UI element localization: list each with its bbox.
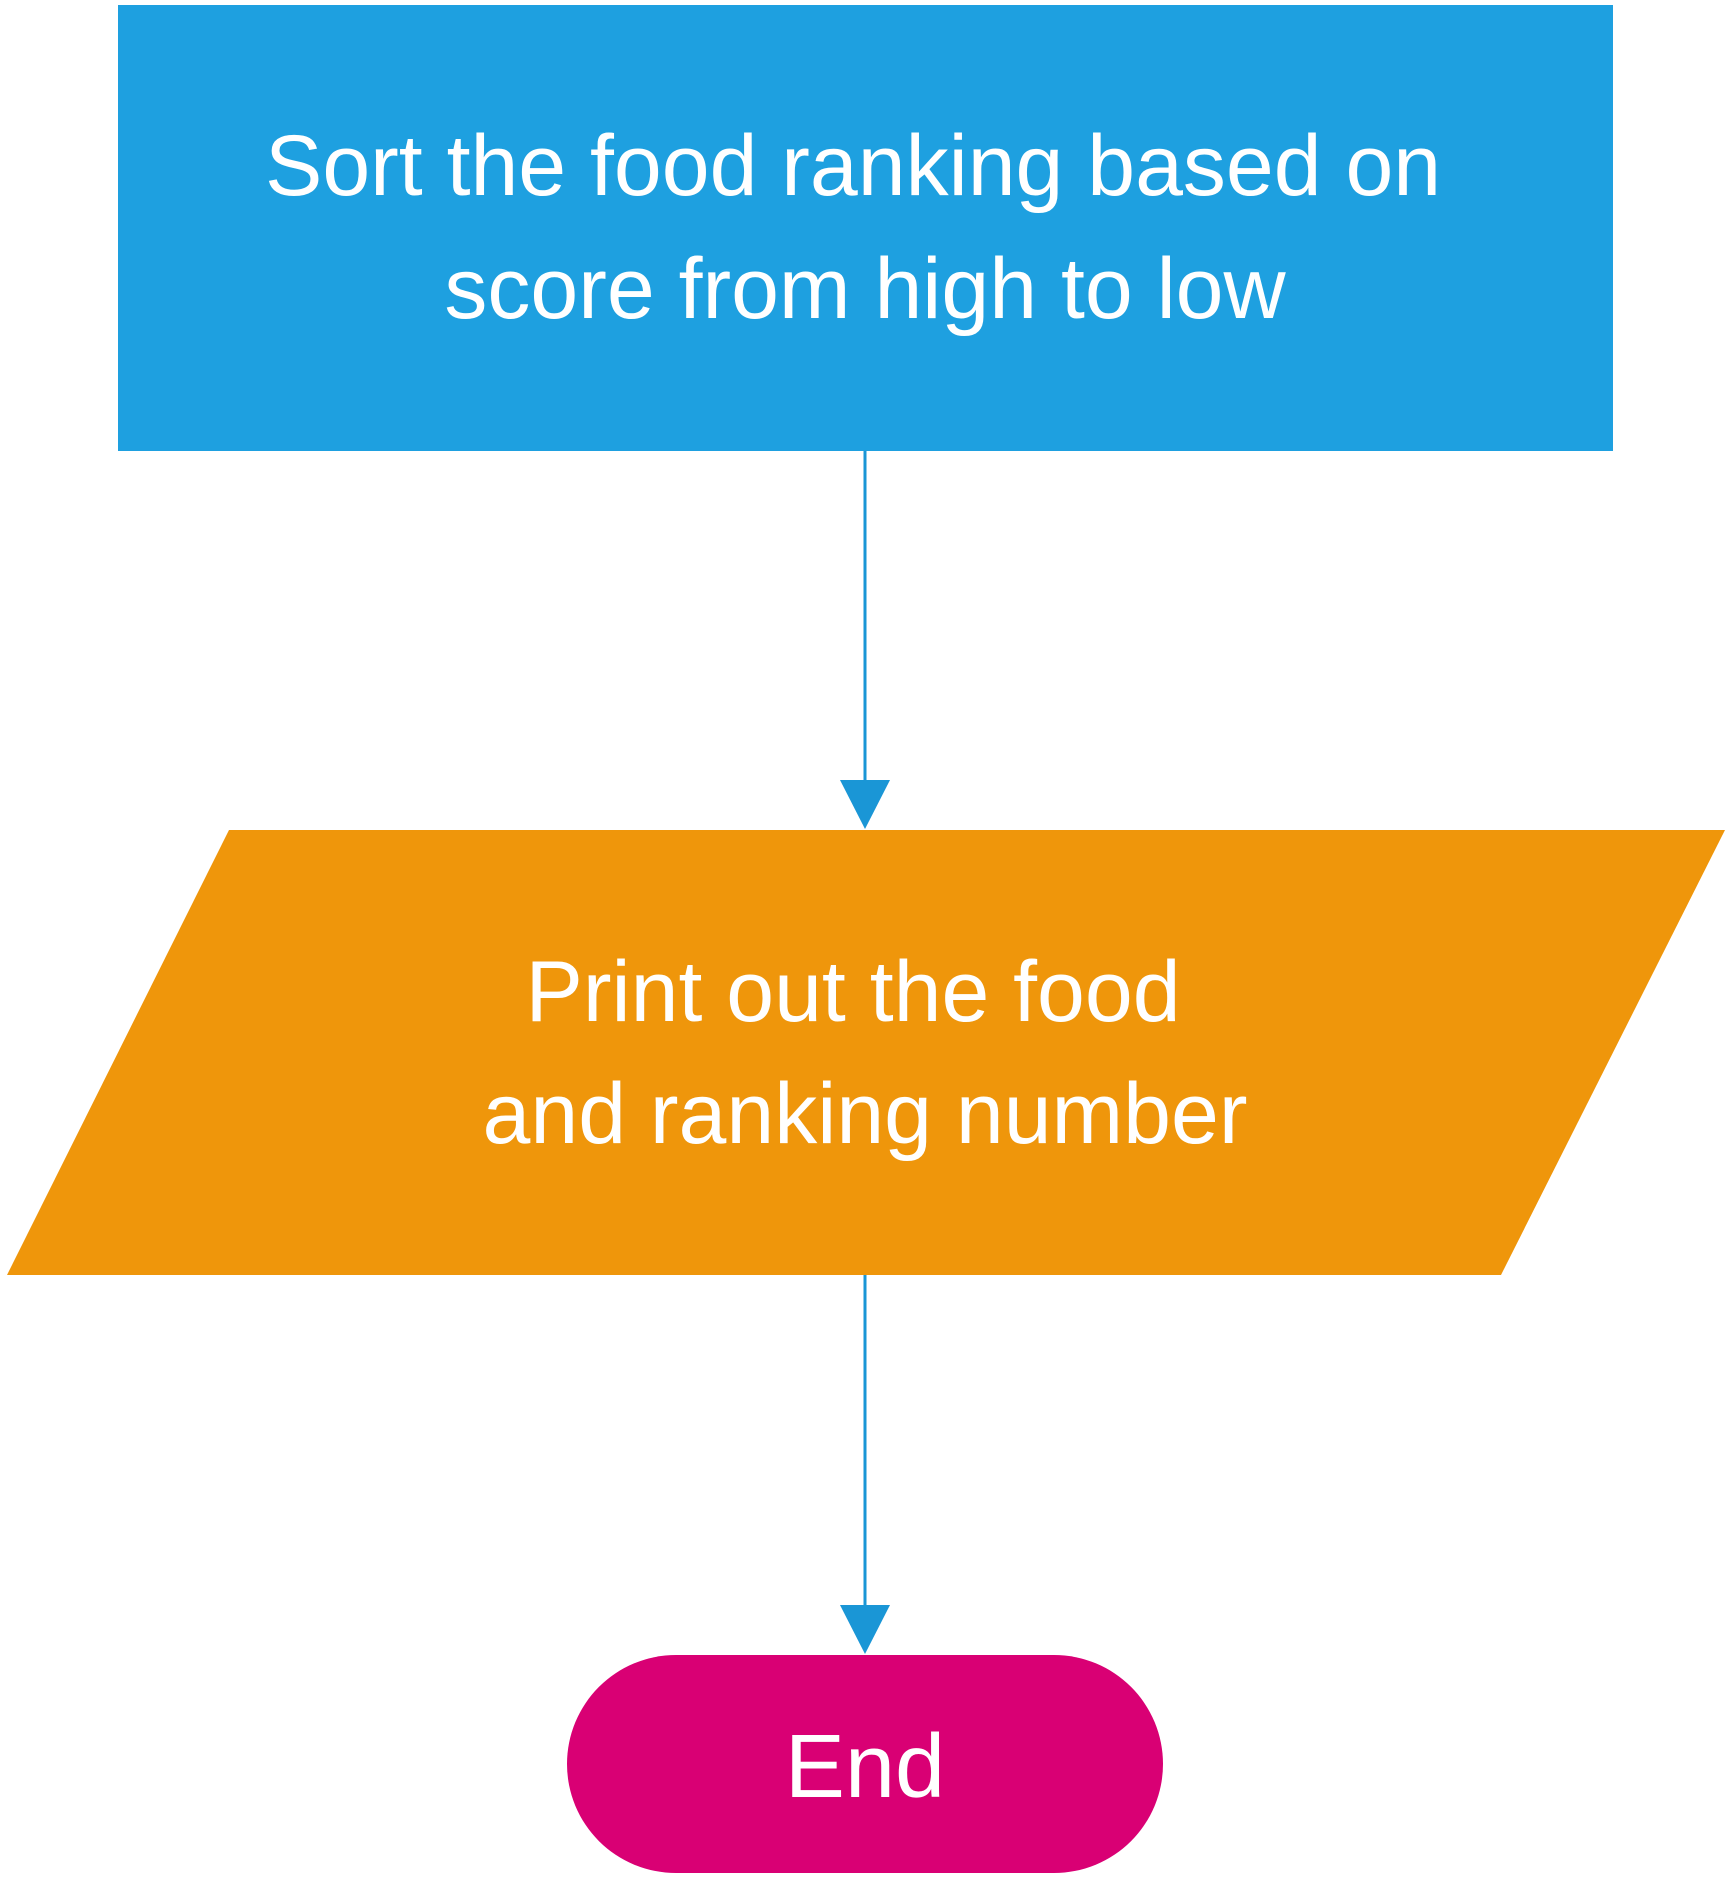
terminator-shape — [567, 1655, 1163, 1873]
output-node: Print out the food and ranking number — [7, 830, 1725, 1275]
output-label-line-2: and ranking number — [483, 1066, 1248, 1162]
connector-process-to-output — [840, 451, 890, 829]
terminator-label: End — [785, 1717, 945, 1817]
process-label-line-1: Sort the food ranking based on — [265, 118, 1441, 214]
process-shape — [118, 5, 1613, 451]
output-label-line-1: Print out the food — [526, 944, 1181, 1040]
output-label: Print out the food and ranking number — [483, 944, 1248, 1162]
terminator-node: End — [567, 1655, 1163, 1873]
process-label-line-2: score from high to low — [444, 241, 1286, 337]
process-label: Sort the food ranking based on score fro… — [265, 118, 1465, 337]
arrowhead-down-icon — [840, 1605, 890, 1654]
process-node: Sort the food ranking based on score fro… — [118, 5, 1613, 451]
arrowhead-down-icon — [840, 780, 890, 829]
output-shape — [7, 830, 1725, 1275]
connector-output-to-end — [840, 1275, 890, 1654]
